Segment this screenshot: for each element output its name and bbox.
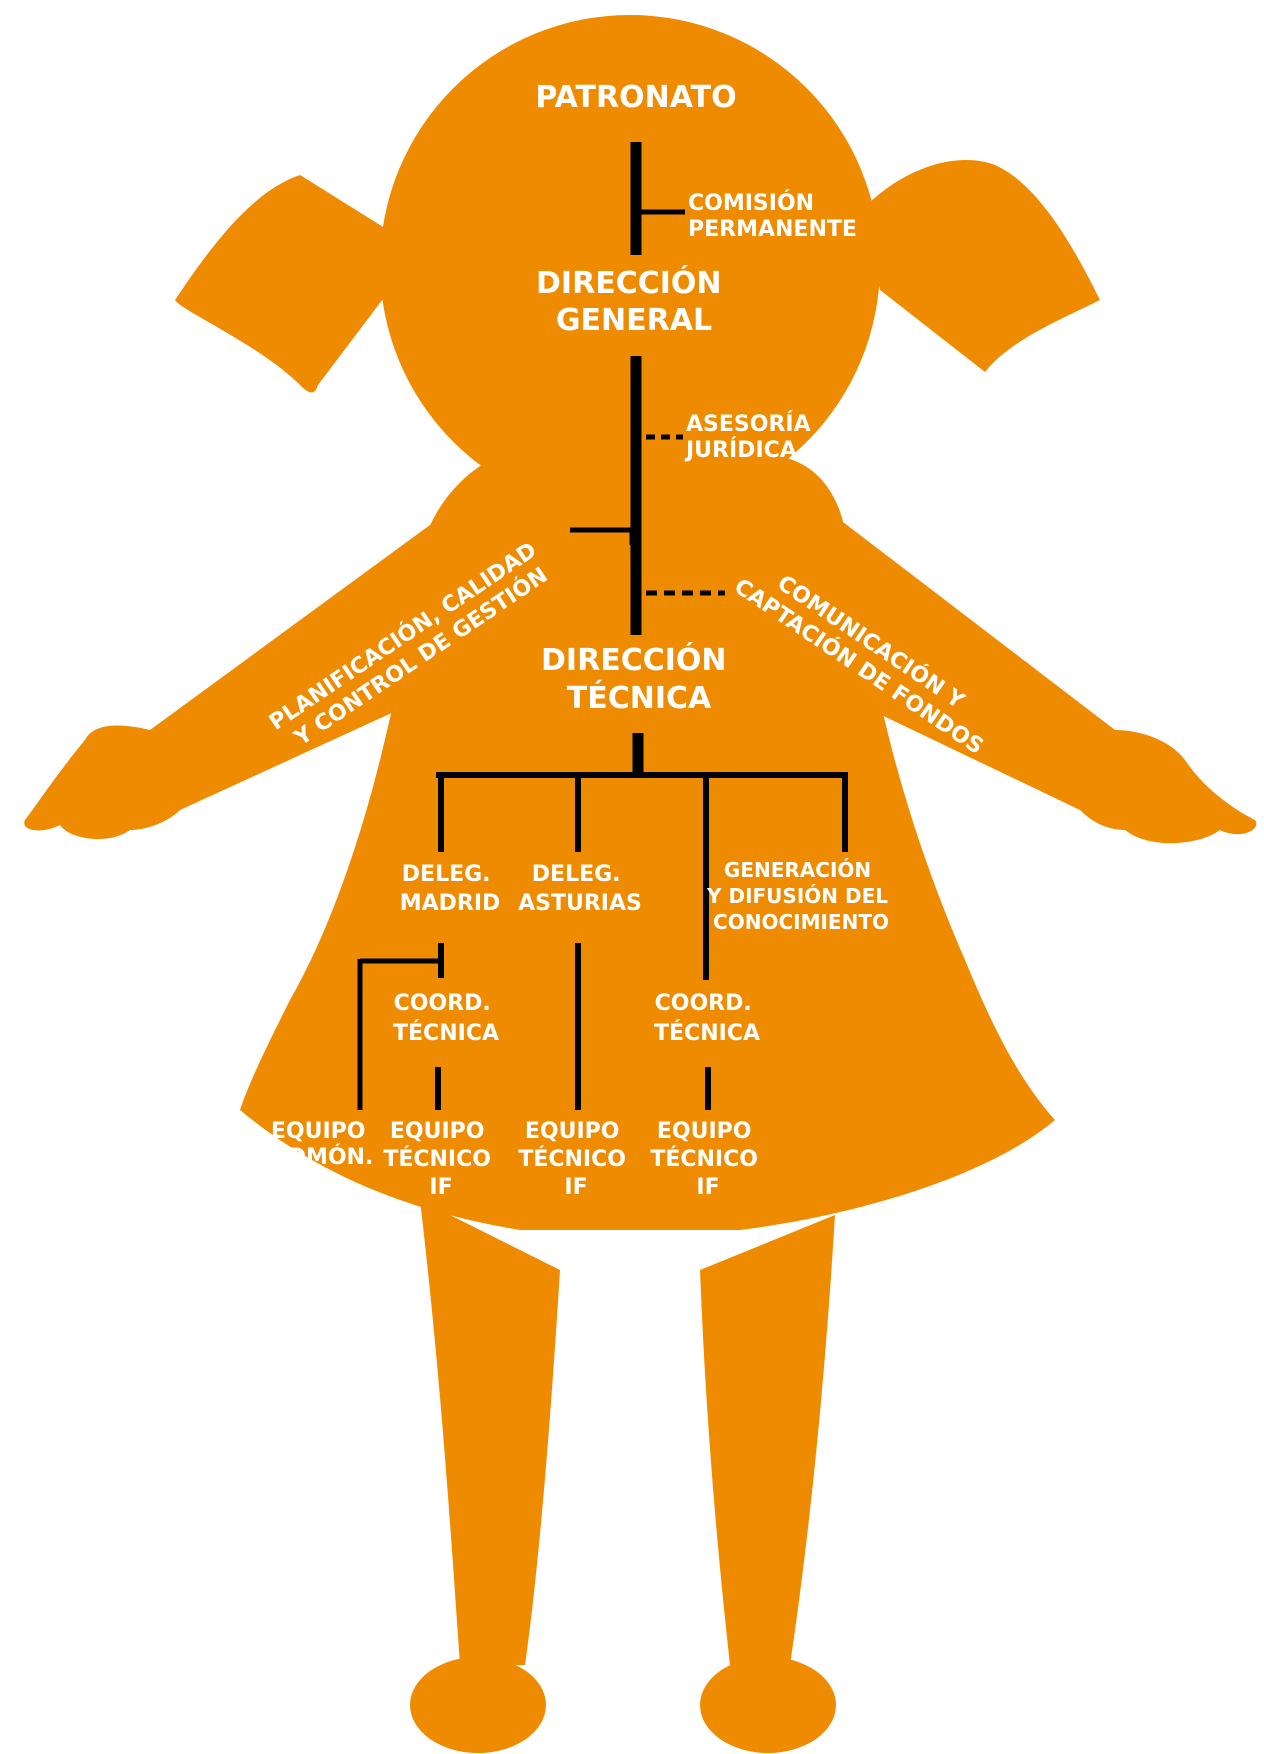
connector-lines	[357, 142, 848, 1110]
torso-dress	[240, 455, 1055, 1230]
node-deleg-asturias: DELEG. ASTURIAS	[518, 862, 642, 916]
node-equipo-admon: EQUIPO ADMÓN.	[271, 1119, 374, 1170]
node-coord-generacion: COORD. TÉCNICA	[654, 991, 760, 1046]
node-comision: COMISIÓN PERMANENTE	[688, 190, 857, 242]
node-equipo-tecnico-madrid: EQUIPO TÉCNICO IF	[383, 1119, 498, 1200]
left-leg	[420, 1200, 560, 1665]
right-pigtail	[862, 160, 1100, 372]
right-foot	[700, 1657, 836, 1753]
left-arm	[24, 470, 506, 840]
node-deleg-madrid: DELEG. MADRID	[400, 862, 501, 916]
node-direccion-general: DIRECCIÓN GENERAL	[536, 264, 732, 338]
right-leg	[700, 1215, 835, 1665]
node-equipo-tecnico-generacion: EQUIPO TÉCNICO IF	[650, 1119, 765, 1200]
node-asesoria: ASESORÍA JURÍDICA	[684, 411, 818, 463]
node-direccion-tecnica: DIRECCIÓN TÉCNICA	[541, 641, 737, 716]
left-foot	[410, 1657, 546, 1753]
node-patronato: PATRONATO	[535, 80, 736, 115]
node-coord-madrid: COORD. TÉCNICA	[393, 991, 499, 1046]
node-generacion: GENERACIÓN Y DIFUSIÓN DEL CONOCIMIENTO	[706, 858, 895, 934]
node-equipo-tecnico-asturias: EQUIPO TÉCNICO IF	[518, 1119, 633, 1200]
right-arm	[775, 470, 1257, 844]
left-pigtail	[175, 175, 420, 393]
girl-silhouette	[24, 15, 1257, 1753]
head	[380, 15, 880, 515]
